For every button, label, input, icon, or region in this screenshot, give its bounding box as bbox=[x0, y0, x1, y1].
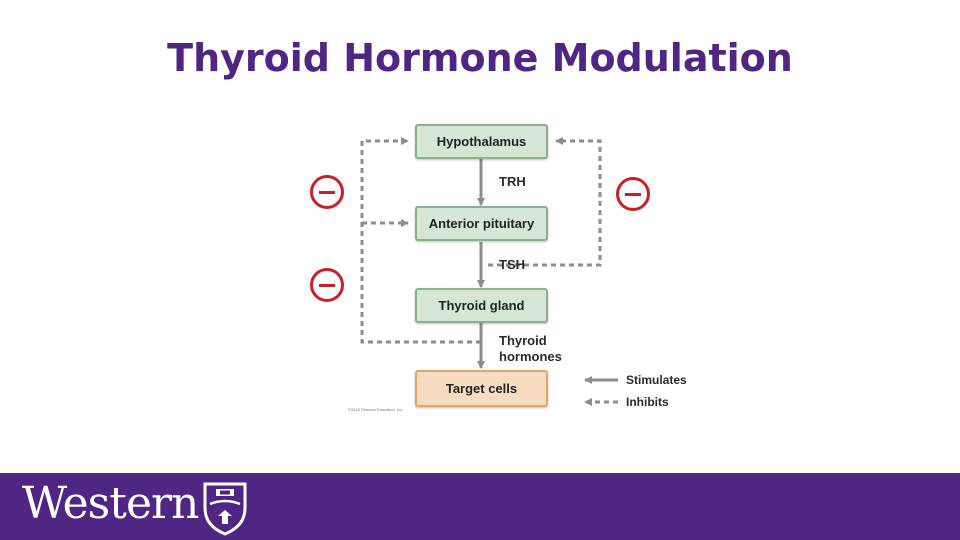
legend-stimulates-label: Stimulates bbox=[626, 373, 687, 387]
trh-label: TRH bbox=[499, 174, 526, 189]
thyroid-hormones-label-2: hormones bbox=[499, 349, 562, 364]
copyright-note: ©2015 Pearson Education, Inc. bbox=[348, 407, 404, 412]
thyroid-gland-box: Thyroid gland bbox=[415, 288, 548, 323]
minus-circle-icon bbox=[310, 268, 344, 302]
footer-bar bbox=[0, 473, 960, 540]
inhibit-left-hypothalamus bbox=[360, 137, 481, 344]
tsh-label: TSH bbox=[499, 257, 525, 272]
hypothalamus-label: Hypothalamus bbox=[436, 134, 527, 149]
hypothalamus-box: Hypothalamus bbox=[415, 124, 548, 159]
anterior-pituitary-box: Anterior pituitary bbox=[415, 206, 548, 241]
western-wordmark: Western bbox=[22, 478, 199, 529]
minus-circle-icon bbox=[310, 175, 344, 209]
target-cells-box: Target cells bbox=[415, 370, 548, 407]
target-cells-label: Target cells bbox=[445, 381, 518, 396]
inhibit-right-hypothalamus bbox=[488, 137, 602, 267]
anterior-pituitary-label: Anterior pituitary bbox=[428, 216, 535, 231]
legend-inhibits-label: Inhibits bbox=[626, 395, 669, 409]
university-crest-icon bbox=[203, 482, 247, 536]
thyroid-gland-label: Thyroid gland bbox=[438, 298, 525, 313]
thyroid-hormones-label-1: Thyroid bbox=[499, 333, 547, 348]
slide-title: Thyroid Hormone Modulation bbox=[167, 36, 793, 80]
minus-circle-icon bbox=[616, 177, 650, 211]
